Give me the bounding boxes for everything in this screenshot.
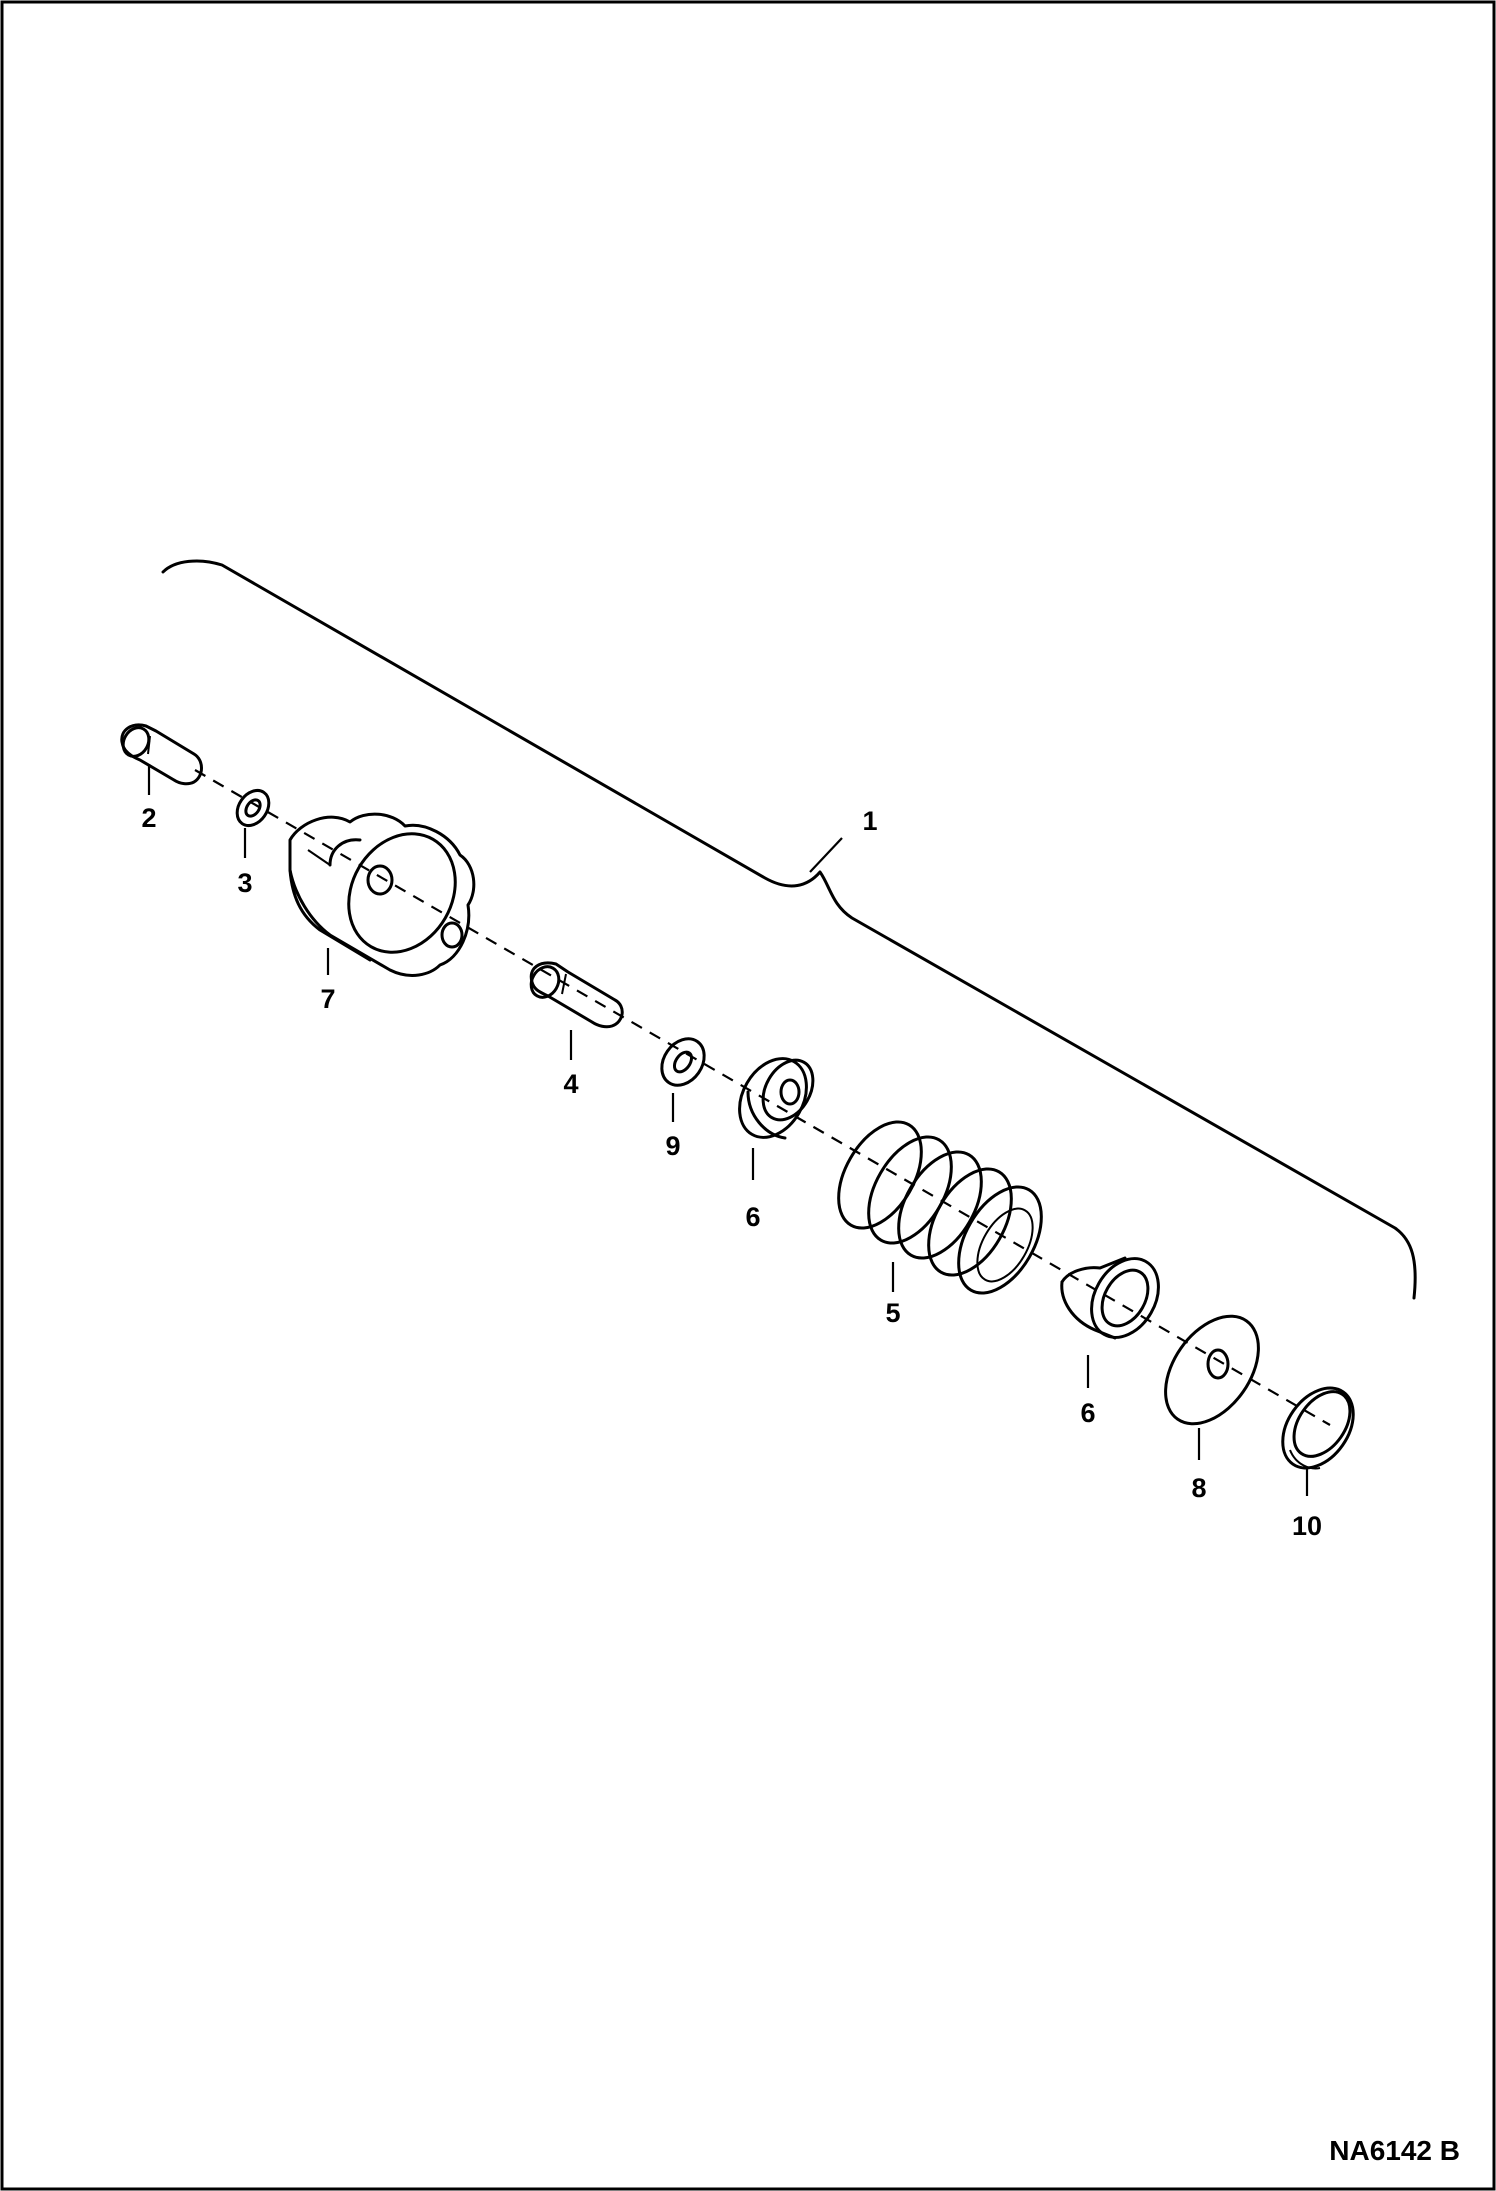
callout-10: 10 (1292, 1511, 1322, 1541)
callout-5: 5 (885, 1298, 900, 1328)
spring-seat-part-6-lower (1060, 1256, 1160, 1340)
spring-part-5 (837, 1120, 1043, 1295)
callout-3: 3 (237, 868, 252, 898)
spring-seat-part-6-upper (738, 1057, 815, 1140)
callout-6-lower: 6 (1080, 1398, 1095, 1428)
valve-housing-part-7 (288, 812, 476, 977)
washer-part-8 (1164, 1314, 1260, 1426)
assembly-brace (161, 559, 1417, 1300)
washer-part-3 (235, 788, 271, 828)
callout-9: 9 (665, 1131, 680, 1161)
pin-part-4 (529, 961, 624, 1029)
callout-4: 4 (563, 1069, 578, 1099)
callout-7: 7 (320, 984, 335, 1014)
washer-part-9 (660, 1037, 706, 1087)
drawing-number: NA6142 B (1329, 2135, 1460, 2166)
bolt-part-2 (120, 723, 203, 786)
callout-6-upper: 6 (745, 1202, 760, 1232)
callout-8: 8 (1191, 1473, 1206, 1503)
callout-leaders (147, 764, 1309, 1496)
callout-2: 2 (141, 803, 156, 833)
callout-1: 1 (862, 806, 877, 836)
retaining-ring-part-10 (1281, 1386, 1355, 1470)
